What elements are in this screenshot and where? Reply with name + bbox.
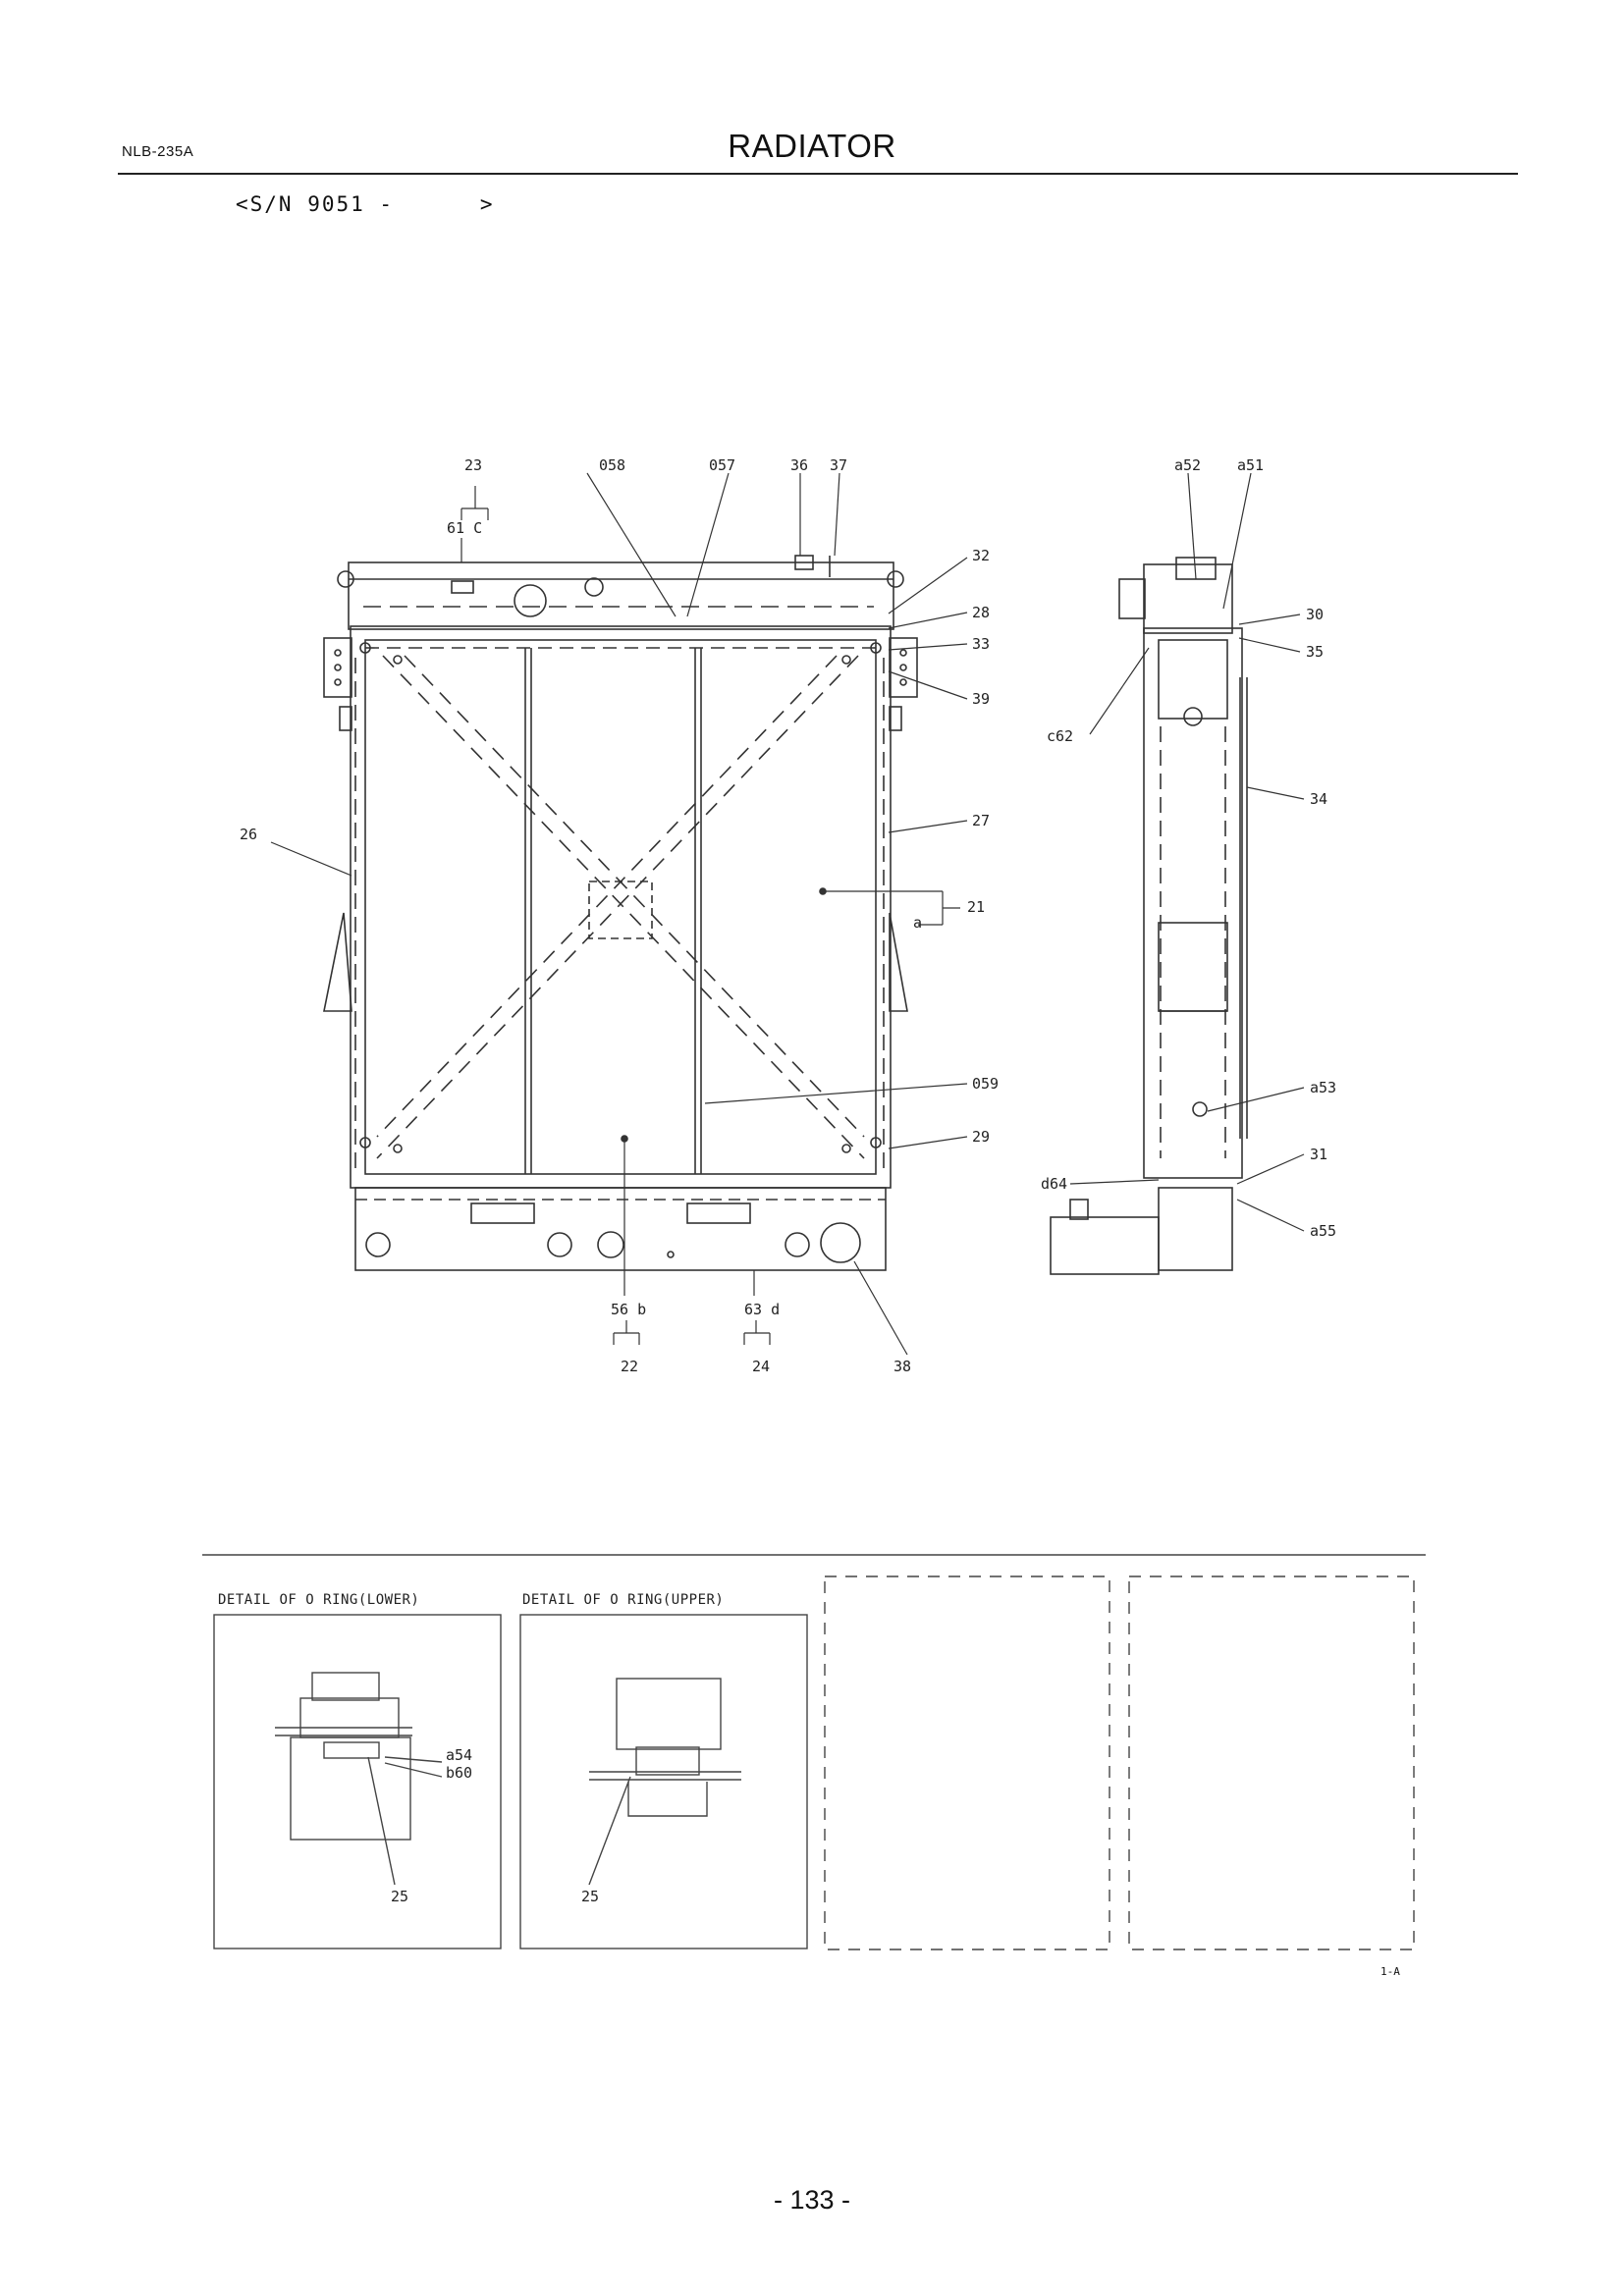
header-rule (118, 173, 1518, 175)
page-title: RADIATOR (728, 128, 896, 164)
callout-35: 35 (1306, 643, 1325, 661)
callout-63d: 63 d (744, 1301, 781, 1318)
detail-upper-frame (519, 1614, 808, 1949)
callout-25-upper: 25 (581, 1888, 600, 1905)
callout-56b: 56 b (611, 1301, 647, 1318)
drain-plug (820, 1222, 861, 1263)
callout-059: 059 (972, 1075, 1000, 1093)
callout-38: 38 (893, 1358, 912, 1375)
callout-30: 30 (1306, 606, 1325, 623)
callout-33: 33 (972, 635, 991, 653)
callout-a51: a51 (1237, 456, 1265, 474)
callout-c62: c62 (1047, 727, 1074, 745)
filler-cap (514, 584, 547, 617)
callout-31: 31 (1310, 1146, 1328, 1163)
callout-25-lower: 25 (391, 1888, 409, 1905)
callout-a53: a53 (1310, 1079, 1337, 1096)
callout-26: 26 (240, 826, 258, 843)
callout-61c: 61 C (447, 519, 483, 537)
callout-32: 32 (972, 547, 991, 564)
callout-39: 39 (972, 690, 991, 708)
caption-detail-lower: DETAIL OF O RING(LOWER) (218, 1592, 420, 1608)
revision-label: 1-A (1380, 1965, 1400, 1978)
callout-a52: a52 (1174, 456, 1202, 474)
callout-a: a (913, 914, 923, 932)
callout-23: 23 (464, 456, 483, 474)
callout-d64: d64 (1041, 1175, 1068, 1193)
detail-upper-art (616, 1678, 722, 1750)
callout-057: 057 (709, 456, 736, 474)
radiator-core-frame (350, 625, 892, 1189)
callout-29: 29 (972, 1128, 991, 1146)
callout-34: 34 (1310, 790, 1328, 808)
callout-36: 36 (790, 456, 809, 474)
lower-tank (354, 1187, 887, 1271)
callout-a54: a54 (446, 1746, 473, 1764)
page-number: - 133 - (773, 2185, 851, 2215)
callout-24: 24 (752, 1358, 771, 1375)
upper-tank (348, 561, 894, 630)
model-code: NLB-235A (122, 143, 194, 160)
callout-37: 37 (830, 456, 848, 474)
side-view-core (1143, 627, 1243, 1179)
empty-detail-slot-1 (824, 1575, 1110, 1950)
caption-detail-upper: DETAIL OF O RING(UPPER) (522, 1592, 725, 1608)
empty-detail-slot-2 (1128, 1575, 1415, 1950)
callout-21: 21 (967, 898, 986, 916)
callout-a55: a55 (1310, 1222, 1337, 1240)
detail-lower-frame (213, 1614, 502, 1949)
callout-b60: b60 (446, 1764, 473, 1782)
callout-27: 27 (972, 812, 991, 829)
callout-22: 22 (621, 1358, 639, 1375)
callout-28: 28 (972, 604, 991, 621)
callout-058: 058 (599, 456, 626, 474)
serial-range: <S/N 9051 - > (236, 192, 495, 216)
detail-lower-art (290, 1736, 411, 1841)
